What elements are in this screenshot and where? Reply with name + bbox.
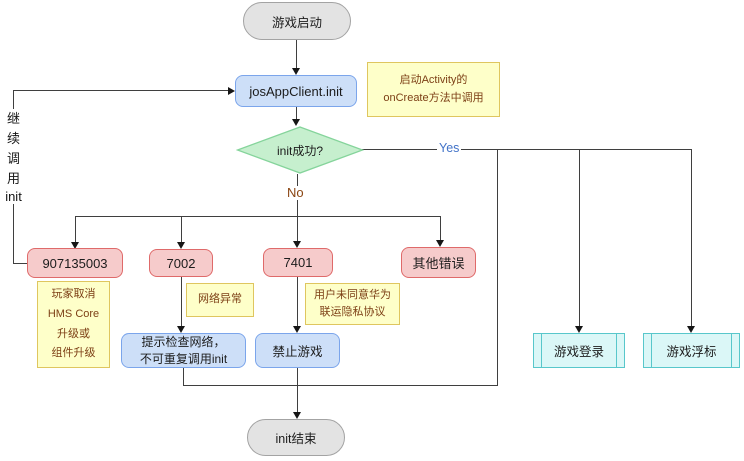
start-terminal: 游戏启动 bbox=[243, 2, 351, 40]
edge-yes-to-merge bbox=[497, 149, 498, 385]
edge-start-to-init bbox=[296, 40, 297, 68]
end-terminal: init结束 bbox=[247, 419, 345, 456]
error-code-label: 其他错误 bbox=[412, 256, 465, 271]
edge-forbid-to-end bbox=[297, 367, 298, 412]
error-code-other: 其他错误 bbox=[401, 247, 476, 278]
error-code-label: 7401 bbox=[283, 255, 313, 270]
loop-char: 用 bbox=[6, 171, 20, 186]
arrowhead-into-err-other bbox=[436, 240, 444, 247]
arrowhead-into-float bbox=[687, 326, 695, 333]
action-line: 不可重复调用init bbox=[139, 351, 228, 366]
edge-label-yes: Yes bbox=[437, 141, 462, 156]
subroutine-sidebar bbox=[651, 334, 652, 367]
arrowhead-into-init bbox=[292, 68, 300, 75]
arrowhead-into-login bbox=[575, 326, 583, 333]
edge-loop-vert-lower bbox=[13, 204, 14, 263]
error-code-7401: 7401 bbox=[263, 248, 333, 277]
error-code-7002: 7002 bbox=[149, 249, 213, 277]
action-line: 提示检查网络， bbox=[141, 335, 226, 350]
note-privacy-disagree: 用户未同意华为 联运隐私协议 bbox=[305, 283, 400, 325]
start-label: 游戏启动 bbox=[271, 15, 322, 30]
edge-init-to-decision bbox=[296, 107, 297, 119]
edge-error-distribution bbox=[75, 216, 441, 217]
subroutine-game-login: 游戏登录 bbox=[533, 333, 625, 368]
edge-to-err-7002 bbox=[181, 216, 182, 243]
edge-to-err-cancel bbox=[75, 216, 76, 242]
note-line: 玩家取消 bbox=[51, 287, 96, 300]
subroutine-sidebar bbox=[616, 334, 617, 367]
end-label: init结束 bbox=[275, 432, 317, 446]
decision-label: init成功? bbox=[276, 143, 323, 158]
edge-label-continue-calling-init: 继 续 调 用 init bbox=[1, 109, 26, 204]
arrowhead-into-err-7002 bbox=[177, 242, 185, 249]
edge-7401-to-forbid bbox=[297, 277, 298, 326]
note-line: 用户未同意华为 bbox=[314, 288, 391, 301]
subroutine-sidebar bbox=[541, 334, 542, 367]
loop-suffix: init bbox=[5, 189, 22, 204]
arrowhead-into-end bbox=[293, 412, 301, 419]
edge-check-to-merge bbox=[183, 367, 184, 385]
loop-char: 续 bbox=[6, 131, 20, 146]
note-line: 联运隐私协议 bbox=[319, 306, 386, 318]
edge-loop-bottom bbox=[13, 263, 27, 264]
arrowhead-into-err-7401 bbox=[293, 241, 301, 248]
action-forbid-game: 禁止游戏 bbox=[255, 333, 340, 368]
edge-yes-to-float bbox=[691, 149, 692, 326]
edge-to-err-7401 bbox=[297, 216, 298, 242]
edge-merge-horizontal bbox=[183, 385, 498, 386]
note-network-error: 网络异常 bbox=[186, 283, 254, 317]
arrowhead-loop-into-init bbox=[228, 87, 235, 95]
init-process: josAppClient.init bbox=[235, 75, 357, 107]
arrowhead-into-err-cancel bbox=[71, 242, 79, 249]
note-line: HMS Core bbox=[47, 307, 100, 320]
note-init-line: onCreate方法中调用 bbox=[383, 91, 484, 104]
note-line: 网络异常 bbox=[198, 293, 242, 306]
note-line: 组件升级 bbox=[51, 347, 96, 360]
arrowhead-into-decision bbox=[292, 119, 300, 126]
action-label: 禁止游戏 bbox=[272, 345, 323, 359]
edge-7002-to-check bbox=[181, 277, 182, 326]
note-init-line: 启动Activity的 bbox=[399, 73, 468, 86]
diamond-shape bbox=[235, 126, 365, 174]
subroutine-label: 游戏浮标 bbox=[666, 345, 717, 359]
subroutine-label: 游戏登录 bbox=[553, 345, 604, 359]
error-code-label: 907135003 bbox=[42, 255, 108, 271]
arrowhead-into-check bbox=[177, 326, 185, 333]
loop-char: 继 bbox=[6, 111, 20, 126]
action-check-network: 提示检查网络， 不可重复调用init bbox=[121, 333, 246, 368]
decision-diamond: init成功? bbox=[235, 126, 365, 174]
error-code-907135003: 907135003 bbox=[27, 248, 123, 278]
note-cancel-upgrade: 玩家取消 HMS Core 升级或 组件升级 bbox=[37, 281, 110, 368]
arrowhead-into-forbid bbox=[293, 326, 301, 333]
edge-label-no: No bbox=[285, 185, 306, 201]
init-label: josAppClient.init bbox=[249, 83, 343, 99]
edge-yes-horizontal bbox=[362, 149, 692, 150]
note-init-callout: 启动Activity的 onCreate方法中调用 bbox=[367, 62, 500, 117]
error-code-label: 7002 bbox=[166, 255, 196, 271]
edge-to-err-other bbox=[440, 216, 441, 241]
loop-char: 调 bbox=[6, 151, 20, 166]
subroutine-game-float: 游戏浮标 bbox=[643, 333, 740, 368]
edge-loop-top bbox=[13, 90, 228, 91]
subroutine-sidebar bbox=[731, 334, 732, 367]
edge-yes-to-login bbox=[579, 149, 580, 326]
note-line: 升级或 bbox=[57, 327, 90, 340]
edge-loop-vert-upper bbox=[13, 90, 14, 111]
